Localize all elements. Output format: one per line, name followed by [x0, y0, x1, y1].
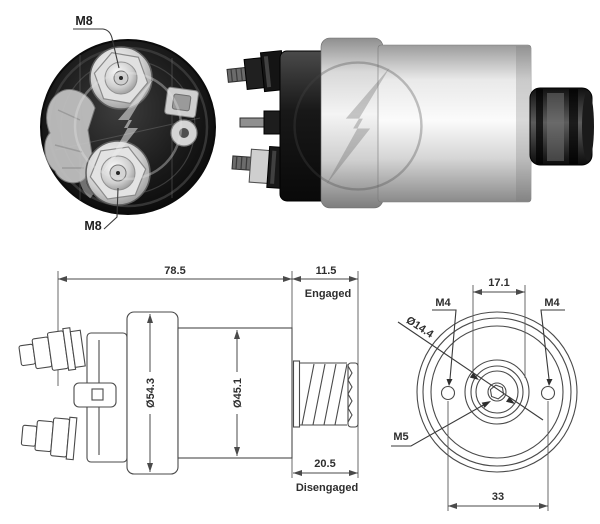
dim-hole-spacing: 33	[492, 491, 504, 503]
rear-right-terminals	[164, 86, 199, 147]
rear-terminal-stud-bottom	[79, 140, 151, 206]
end-boss-ring	[475, 370, 519, 414]
m5-label: M5	[393, 431, 408, 443]
rear-left-bracket	[44, 88, 96, 184]
rear-callout-top: M8	[73, 14, 120, 69]
end-center-hole	[487, 382, 507, 402]
zm-logo-watermark-icon	[293, 61, 423, 191]
side-spade-terminal	[239, 110, 285, 135]
end-boss-outer	[464, 359, 530, 425]
end-outer-circle-2	[422, 317, 572, 467]
end-outer-circle	[416, 311, 578, 473]
drawn-bolt-bottom	[20, 416, 78, 461]
zm-logo-watermark-icon	[73, 71, 183, 181]
side-bolt-top	[226, 50, 286, 93]
m8-leader-bottom	[103, 187, 119, 230]
dim-text-mask	[229, 372, 244, 414]
m8-label-top: M8	[75, 14, 92, 28]
rear-view-photo: M8 M8	[40, 14, 216, 233]
m5-callout: M5	[391, 401, 491, 447]
m4-callout-left: M4	[432, 297, 457, 386]
dim-text-mask	[142, 372, 157, 414]
end-boss-mid	[470, 365, 524, 419]
m4-label-right: M4	[544, 297, 560, 309]
drawn-plunger-spring	[292, 360, 359, 428]
dim-flange-diameter: Ø54.3	[145, 378, 157, 408]
disengaged-label: Disengaged	[296, 482, 358, 494]
side-view-photo	[226, 37, 594, 209]
dim-disengaged-travel: 20.5	[314, 458, 335, 470]
side-plunger	[529, 87, 594, 166]
engaged-label: Engaged	[305, 288, 351, 300]
rear-terminal-stud-top	[89, 46, 153, 110]
end-m4-hole-left	[440, 385, 456, 401]
dim-engaged-travel: 11.5	[316, 265, 337, 277]
drawn-spade-slot	[91, 388, 104, 401]
side-dimension-drawing: 78.5 11.5 Engaged Ø54.3 Ø45.1	[18, 265, 359, 494]
m4-callout-right: M4	[540, 297, 565, 386]
side-body-cylinder	[377, 44, 532, 203]
rear-left-bracket-detail	[54, 109, 84, 169]
m8-leader-top	[73, 28, 120, 69]
m4-label-left: M4	[435, 297, 451, 309]
dim-inner-spacing: 17.1	[488, 277, 509, 289]
dim-total-length: 78.5	[164, 265, 185, 277]
drawn-bolt-top	[18, 327, 86, 371]
end-m4-hole-right	[540, 385, 556, 401]
rear-callout-bottom: M8	[84, 187, 119, 233]
end-inner-circle	[430, 325, 564, 459]
m8-label-bottom: M8	[84, 219, 101, 233]
end-dimension-drawing: 17.1 M4 M4 Ø14.4 M5 33	[391, 277, 578, 511]
end-center-hex	[489, 384, 505, 400]
side-body-edge-shade	[516, 46, 530, 201]
dim-body-diameter: Ø45.1	[232, 378, 244, 408]
